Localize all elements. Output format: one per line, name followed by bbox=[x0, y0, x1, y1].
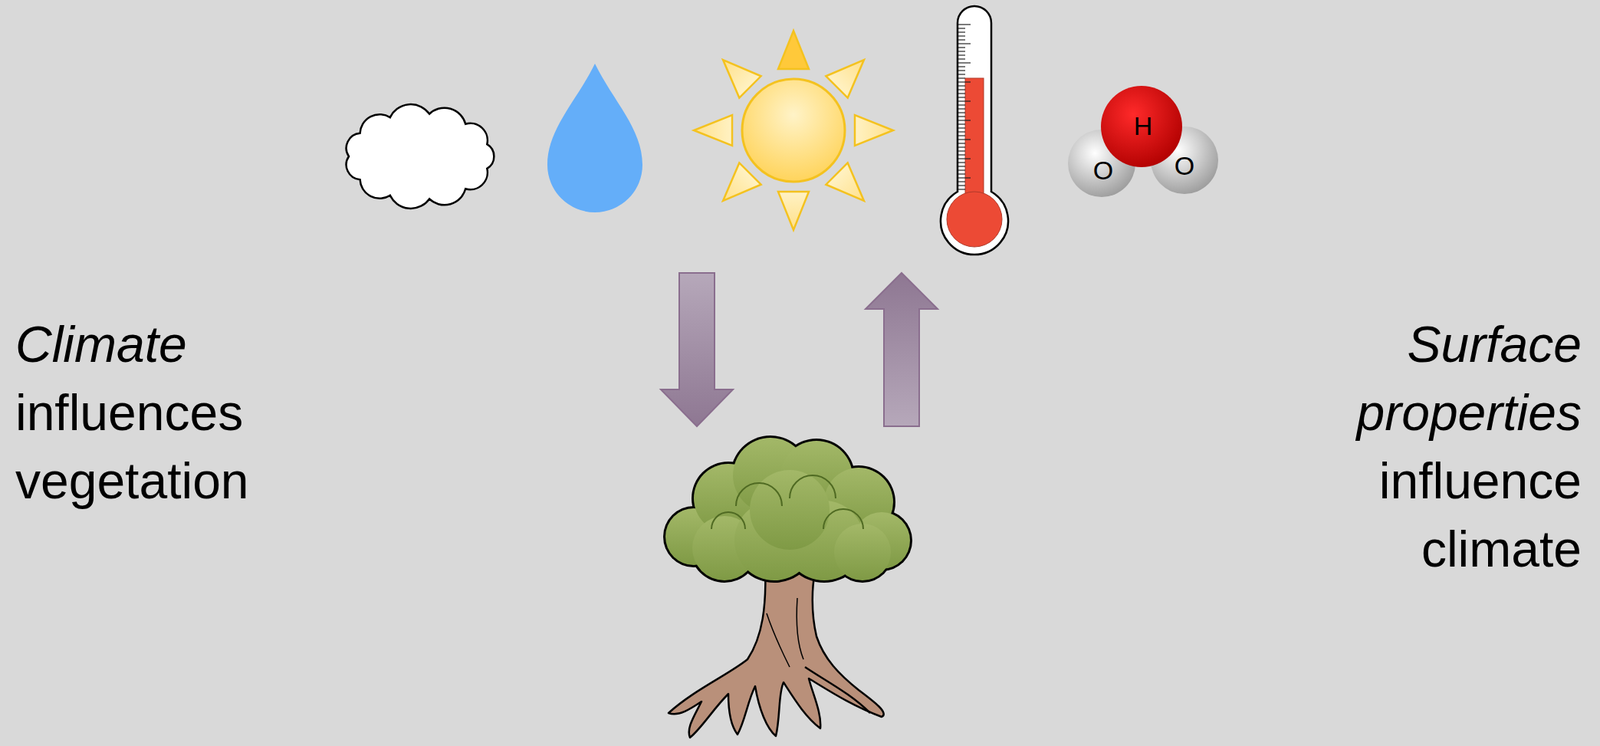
atom-label: O bbox=[1093, 154, 1114, 186]
tree-canopy bbox=[663, 435, 913, 583]
tick-mark bbox=[958, 62, 971, 63]
up-arrow bbox=[865, 272, 938, 427]
graphic-part bbox=[804, 666, 871, 713]
tick-mark bbox=[958, 154, 966, 155]
graphic-part bbox=[796, 597, 804, 660]
tick-mark bbox=[958, 161, 966, 163]
sun-rays bbox=[693, 30, 894, 230]
graphic-part bbox=[668, 563, 884, 738]
tick-mark bbox=[958, 115, 966, 117]
tick-mark bbox=[958, 177, 971, 178]
sun-ray bbox=[693, 114, 733, 146]
atom-label-box: O bbox=[1174, 150, 1195, 181]
tick-mark bbox=[958, 54, 966, 56]
leaf-highlight bbox=[711, 512, 746, 529]
tick-mark bbox=[958, 165, 966, 167]
sun-ray bbox=[712, 49, 762, 99]
tick-mark bbox=[958, 138, 971, 140]
atom-sphere bbox=[1100, 85, 1183, 168]
down-arrow bbox=[660, 272, 733, 427]
tick-mark bbox=[958, 23, 971, 25]
tick-mark bbox=[958, 77, 966, 79]
tick-mark bbox=[958, 42, 971, 44]
tick-mark bbox=[958, 35, 966, 37]
side-caption-box: Climate bbox=[15, 310, 307, 379]
sun-ray bbox=[854, 114, 894, 146]
tick-mark bbox=[958, 39, 966, 40]
tree-icon bbox=[663, 435, 913, 738]
sun-ray bbox=[778, 30, 809, 69]
tick-mark bbox=[958, 184, 966, 186]
tick-mark bbox=[958, 73, 966, 75]
sun-ray bbox=[825, 49, 875, 99]
side-caption: influences vegetation bbox=[15, 378, 307, 516]
tick-mark bbox=[958, 169, 966, 171]
tick-mark bbox=[958, 81, 971, 83]
tick-mark bbox=[958, 134, 966, 136]
tick-mark bbox=[958, 46, 966, 48]
sun-ray bbox=[778, 191, 809, 230]
thermometer-ticks bbox=[958, 24, 971, 190]
leaf-cluster bbox=[834, 523, 891, 581]
leaf-highlight bbox=[789, 475, 836, 499]
tick-mark bbox=[958, 88, 966, 90]
side-caption: Climate bbox=[15, 310, 307, 379]
molecule-icon bbox=[1067, 85, 1219, 198]
atom-label-box: H bbox=[1133, 110, 1154, 142]
tick-mark bbox=[958, 131, 966, 132]
tick-mark bbox=[958, 92, 966, 94]
tick-mark bbox=[958, 31, 966, 33]
graphic-part bbox=[766, 613, 790, 667]
sun-icon bbox=[693, 30, 894, 230]
side-caption: Surface properties bbox=[1290, 310, 1582, 447]
side-caption-box: Surface properties bbox=[1290, 310, 1582, 447]
atom-label: O bbox=[1174, 150, 1195, 181]
leaf-cluster bbox=[749, 469, 830, 550]
side-caption-box: influence climate bbox=[1290, 446, 1582, 584]
tick-mark bbox=[958, 150, 966, 152]
tick-mark bbox=[958, 142, 966, 144]
tick-mark bbox=[958, 104, 966, 106]
thermometer-icon bbox=[940, 6, 1009, 255]
tick-mark bbox=[958, 50, 966, 52]
tick-mark bbox=[958, 188, 966, 190]
tick-mark bbox=[958, 96, 966, 98]
tick-mark bbox=[958, 85, 966, 86]
sun-disk bbox=[742, 78, 845, 182]
tick-mark bbox=[958, 123, 966, 125]
sun-ray bbox=[712, 162, 762, 212]
tick-mark bbox=[958, 27, 966, 29]
leaf-highlight bbox=[823, 509, 864, 529]
tick-mark bbox=[958, 173, 966, 175]
side-caption-box: influences vegetation bbox=[15, 378, 307, 516]
thermometer-column bbox=[965, 78, 984, 209]
tick-mark bbox=[958, 146, 966, 148]
tick-mark bbox=[958, 127, 966, 129]
tick-mark bbox=[958, 119, 971, 121]
tree-roots bbox=[668, 563, 884, 738]
thermometer-glass bbox=[940, 6, 1009, 255]
water-drop-icon bbox=[547, 63, 643, 213]
tick-mark bbox=[958, 69, 966, 71]
tick-mark bbox=[958, 180, 966, 182]
atom-label-box: O bbox=[1093, 154, 1114, 186]
thermometer-bulb bbox=[946, 191, 1003, 247]
cloud-icon bbox=[346, 104, 495, 209]
leaf-highlight bbox=[735, 482, 782, 506]
tick-mark bbox=[958, 157, 971, 159]
tick-mark bbox=[958, 58, 966, 60]
tick-mark bbox=[958, 108, 966, 109]
sun-ray bbox=[825, 162, 875, 212]
side-caption: influence climate bbox=[1290, 446, 1582, 584]
tick-mark bbox=[958, 100, 971, 102]
atom-label: H bbox=[1133, 110, 1154, 142]
tick-mark bbox=[958, 65, 966, 67]
tick-mark bbox=[958, 111, 966, 113]
